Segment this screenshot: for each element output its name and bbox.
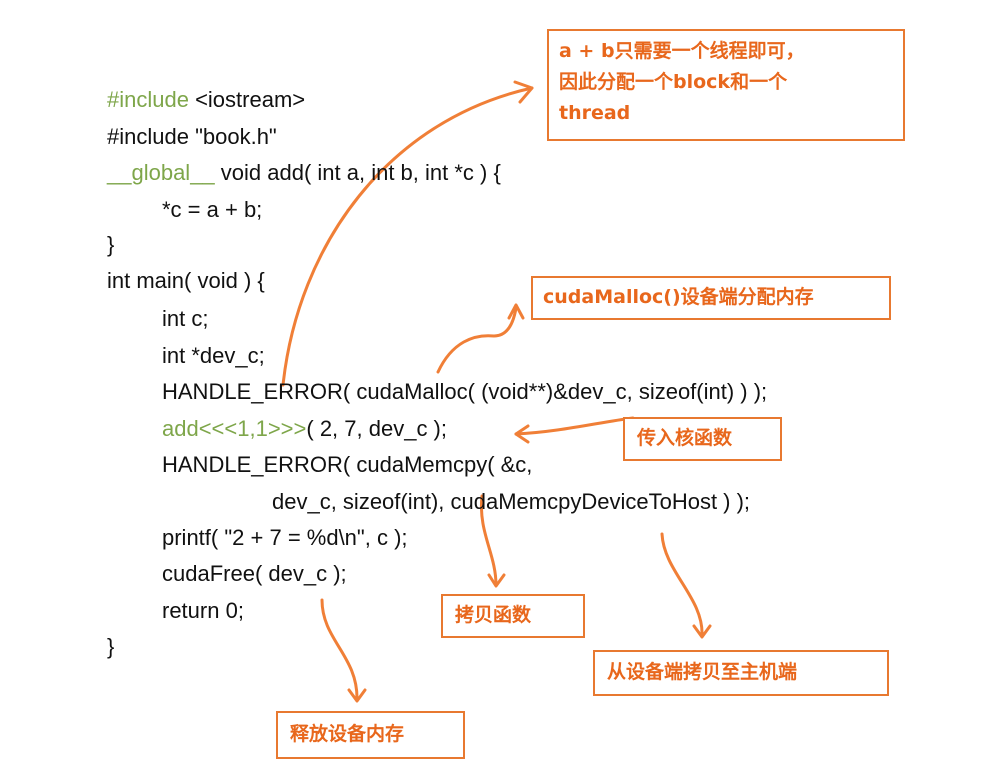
arrow-from-kernel-note	[514, 416, 635, 436]
include-target: <iostream>	[188, 87, 306, 112]
copy-function-annotation: 拷贝函数	[441, 594, 585, 638]
global-qualifier: __global__	[107, 160, 215, 185]
free-memory-annotation: 释放设备内存	[276, 711, 465, 759]
malloc-annotation: cudaMalloc()设备端分配内存	[531, 276, 891, 320]
code-line-main-signature: int main( void ) {	[107, 268, 265, 293]
code-line-decl-c: int c;	[162, 306, 209, 331]
arrow-to-malloc-note	[436, 306, 518, 374]
code-line-include-book: #include "book.h"	[107, 124, 277, 149]
kernel-signature: void add( int a, int b, int *c ) {	[214, 160, 501, 185]
launch-config-annotation: a + b只需要一个线程即可， 因此分配一个block和一个 thread	[547, 29, 905, 141]
code-line-kernel-launch: add<<<1,1>>>( 2, 7, dev_c );	[162, 415, 447, 443]
arrowhead-copy-note	[487, 573, 506, 588]
code-line-include-iostream: #include <iostream>	[107, 86, 305, 114]
code-line-cuda-memcpy-2: dev_c, sizeof(int), cudaMemcpyDeviceToHo…	[272, 489, 751, 514]
code-line-printf: printf( "2 + 7 = %d\n", c );	[162, 525, 408, 550]
launch-config-line-2: 因此分配一个block和一个	[559, 71, 788, 93]
code-line-kernel-body: *c = a + b;	[162, 197, 263, 222]
copy-direction-annotation: 从设备端拷贝至主机端	[593, 650, 889, 696]
arrowhead-kernel-note	[514, 424, 530, 444]
arrowhead-malloc-note	[507, 303, 525, 320]
code-line-kernel-signature: __global__ void add( int a, int b, int *…	[107, 159, 501, 187]
launch-config-line-1: a + b只需要一个线程即可，	[559, 40, 805, 62]
arrowhead-free-note	[347, 688, 367, 703]
code-line-return: return 0;	[162, 598, 244, 623]
code-line-kernel-close: }	[107, 232, 115, 257]
arrow-to-free-note	[320, 598, 359, 702]
code-line-cuda-malloc: HANDLE_ERROR( cudaMalloc( (void**)&dev_c…	[162, 379, 768, 404]
code-line-cuda-memcpy-1: HANDLE_ERROR( cudaMemcpy( &c,	[162, 452, 533, 477]
launch-config-line-3: thread	[559, 102, 631, 124]
code-line-main-close: }	[107, 634, 115, 659]
arrowhead-launch-config	[513, 80, 534, 104]
kernel-launch-config: add<<<1,1>>>	[162, 416, 307, 441]
include-keyword: #include	[107, 87, 189, 112]
code-line-cuda-free: cudaFree( dev_c );	[162, 561, 347, 586]
arrow-to-direction-note	[660, 532, 704, 638]
code-line-decl-dev-c: int *dev_c;	[162, 343, 265, 368]
kernel-annotation: 传入核函数	[623, 417, 782, 461]
kernel-launch-args: ( 2, 7, dev_c );	[306, 416, 447, 441]
arrow-to-launch-config	[281, 86, 534, 387]
arrowhead-direction-note	[692, 624, 712, 639]
